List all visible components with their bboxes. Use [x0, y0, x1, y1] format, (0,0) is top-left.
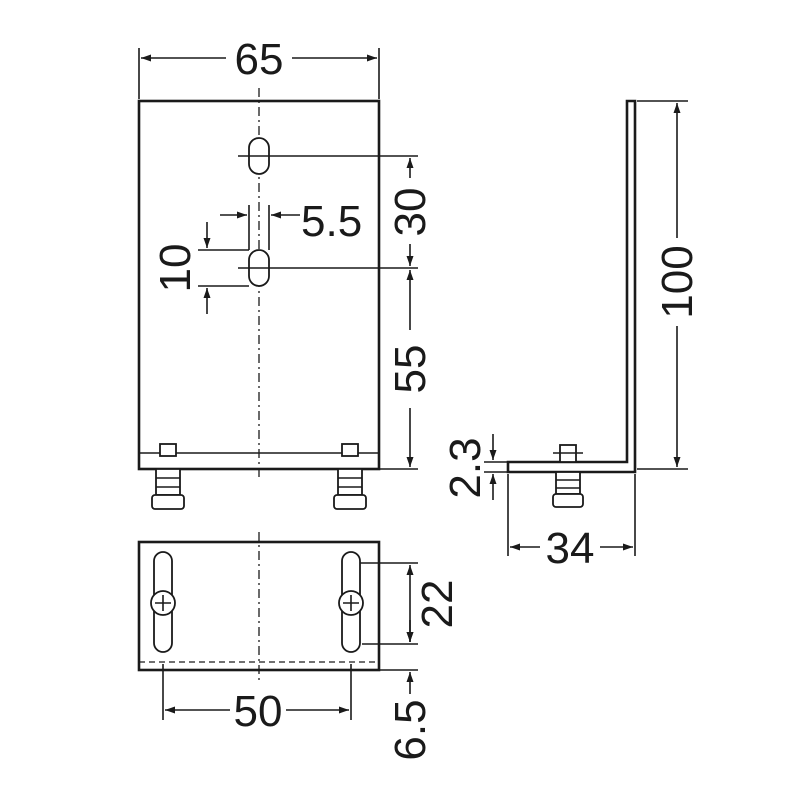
dim-lower-distance: 55 [386, 270, 435, 467]
dim-6-5-label: 6.5 [386, 699, 435, 760]
bottom-slot-left [150, 551, 176, 653]
dim-22-label: 22 [413, 580, 462, 629]
dim-height: 100 [637, 100, 702, 470]
side-bolt [552, 444, 584, 508]
front-bolt-left [151, 443, 185, 510]
dim-100-label: 100 [653, 245, 702, 318]
dim-50-label: 50 [234, 687, 283, 736]
dim-edge-offset: 6.5 [386, 620, 435, 761]
dim-34-label: 34 [546, 524, 595, 573]
dim-55-label: 55 [386, 345, 435, 394]
bottom-slot-right [338, 551, 364, 653]
dim-depth: 34 [507, 474, 636, 573]
dim-bolt-pitch: 50 [162, 664, 352, 736]
dim-5-5-label: 5.5 [301, 197, 362, 246]
dim-width-front: 65 [138, 35, 380, 99]
dim-10-label: 10 [151, 244, 200, 293]
dim-65-label: 65 [235, 35, 284, 84]
dim-thickness: 2.3 [441, 434, 507, 500]
dim-30-label: 30 [386, 188, 435, 237]
dim-bolt-spacing: 22 [360, 562, 462, 671]
dim-slot-width: 5.5 [220, 197, 362, 250]
dim-2-3-label: 2.3 [441, 437, 490, 498]
front-view [137, 88, 381, 510]
side-profile [506, 99, 637, 474]
side-view [506, 99, 637, 508]
bottom-view [137, 532, 381, 680]
dim-hole-spacing: 30 [238, 155, 435, 470]
dim-slot-length: 10 [151, 222, 249, 314]
front-bolt-right [333, 443, 367, 510]
